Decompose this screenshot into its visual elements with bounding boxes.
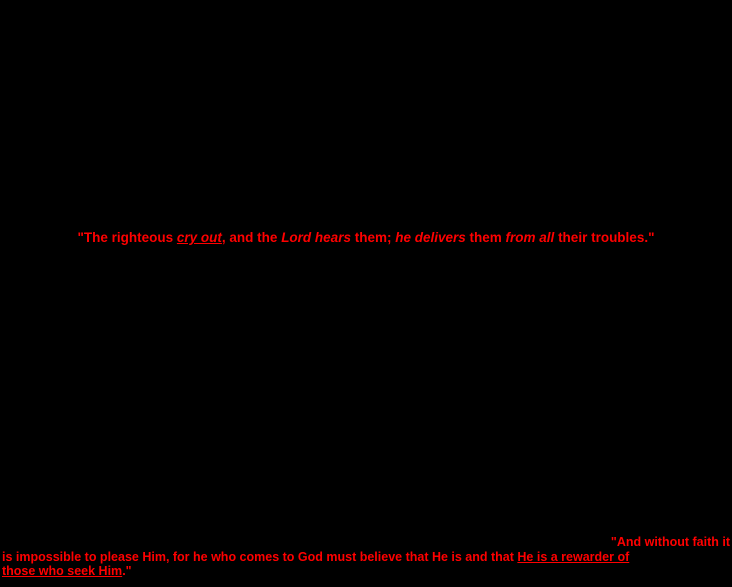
quote-segment: is impossible to please Him, for he who … (2, 550, 518, 564)
quote-segment-from-all: from all (505, 230, 555, 245)
quote-segment: "The righteous (77, 230, 177, 245)
quote-segment: "And without faith it (610, 535, 730, 549)
quote-segment: them (465, 230, 506, 245)
quote-segment-lord-hears: Lord hears (281, 230, 351, 245)
hebrews-quote-line-2: is impossible to please Him, for he who … (2, 550, 629, 565)
quote-segment-cry-out: cry out (176, 230, 222, 245)
quote-segment-rewarder: He is a rewarder of (517, 550, 630, 564)
quote-segment: ." (122, 564, 132, 578)
hebrews-quote-line-3: those who seek Him." (2, 564, 132, 579)
quote-segment-he-delivers: he delivers (395, 230, 466, 245)
quote-segment-seek-him: those who seek Him (2, 564, 123, 578)
hebrews-quote-line-1: "And without faith it (611, 535, 730, 550)
psalm-quote: "The righteous cry out, and the Lord hea… (0, 229, 732, 247)
quote-segment: , and the (221, 230, 282, 245)
quote-segment: their troubles." (554, 230, 655, 245)
quote-segment: them; (350, 230, 396, 245)
